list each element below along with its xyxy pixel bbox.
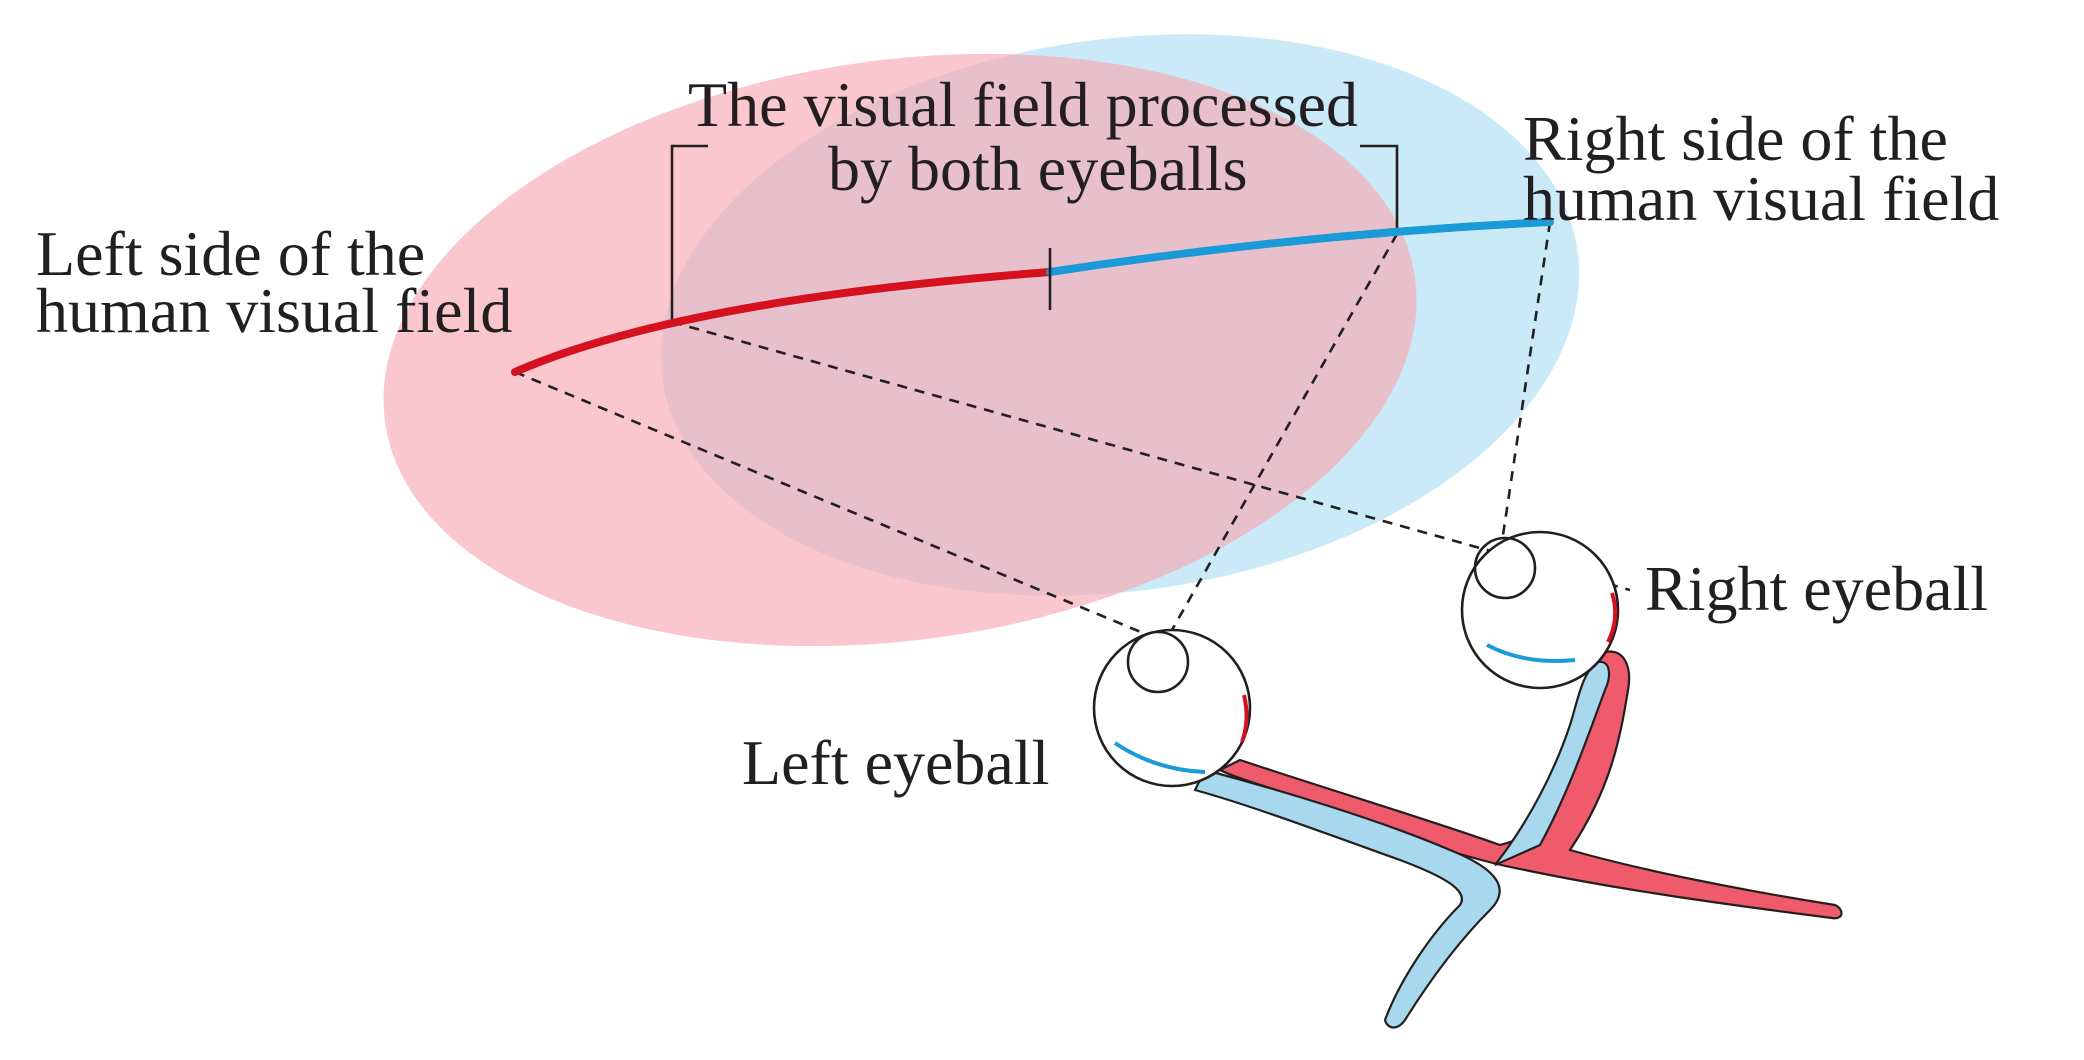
- left-eyeball-retina-red: [1240, 694, 1249, 743]
- left-eyeball-label: Left eyeball: [742, 727, 1049, 798]
- right-field-label-line2: human visual field: [1523, 163, 1999, 234]
- optic-pathways: [1193, 650, 1843, 1029]
- visual-field-arc: [511, 218, 1554, 376]
- right-eyeball-globe: [1460, 530, 1620, 690]
- projection-line-left-edge: [514, 370, 1161, 642]
- diagram-labels: The visual field processed by both eyeba…: [36, 69, 1999, 798]
- right-visual-field-arc: [1046, 218, 1554, 276]
- projection-line-binocular-left: [671, 320, 1631, 592]
- binocular-field-label-line1: The visual field processed: [688, 69, 1358, 140]
- visual-field-regions: [383, 34, 1580, 647]
- right-eyeball-lens: [1473, 536, 1537, 600]
- projection-line-right-edge: [1495, 221, 1552, 576]
- left-visual-field-arc: [511, 268, 1054, 376]
- left-eyeball: [1092, 628, 1252, 788]
- right-field-label-line1: Right side of the: [1523, 103, 1948, 174]
- left-eyeball-retina-blue: [1113, 741, 1206, 774]
- left-field-label-line2: human visual field: [36, 275, 512, 346]
- binocular-field-bracket: [670, 144, 1399, 322]
- left-eyeball-lens: [1126, 630, 1190, 694]
- left-field-label-line1: Left side of the: [36, 218, 425, 289]
- left-visual-field-region: [383, 53, 1417, 647]
- optic-pathway-red: [1217, 650, 1843, 920]
- binocular-field-label-line2: by both eyeballs: [828, 133, 1247, 204]
- right-eyeball-label: Right eyeball: [1645, 553, 1988, 624]
- right-eyeball-retina-blue: [1486, 643, 1576, 663]
- left-eyeball-globe: [1092, 628, 1252, 788]
- right-eyeball: [1460, 530, 1620, 690]
- right-eyeball-retina-red: [1606, 592, 1618, 643]
